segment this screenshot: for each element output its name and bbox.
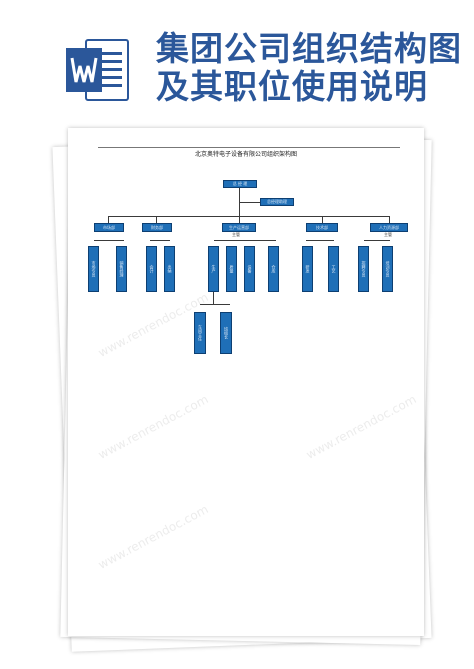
word-doc-icon <box>66 39 129 101</box>
connector <box>214 240 276 241</box>
org-node-subunit: 班组长 <box>220 312 232 354</box>
org-node-dept: 财务部 <box>142 223 172 232</box>
org-node-unit: 出纳 <box>164 246 175 292</box>
connector <box>322 216 323 223</box>
org-node-unit: 工艺 <box>328 246 339 292</box>
connector <box>364 240 390 241</box>
org-node-unit: 市场专员 <box>88 246 99 292</box>
org-node-dept: 技术部 <box>306 223 338 232</box>
connector <box>200 304 230 305</box>
header-rule <box>98 147 400 148</box>
org-node-ceo: 总 经 理 <box>223 180 257 188</box>
connector <box>156 216 157 223</box>
org-node-subunit: 车间主任 <box>194 312 206 354</box>
org-node-unit: 会计 <box>146 246 157 292</box>
connector <box>108 216 390 217</box>
org-node-unit: 设备 <box>244 246 255 292</box>
dept-sub-label: 主管 <box>232 232 240 237</box>
org-node-dept: 市场部 <box>94 223 124 232</box>
page-title: 集团公司组织结构图及其职位使用说明 <box>156 29 462 106</box>
connector <box>94 240 124 241</box>
document-title: 北京奥特电子设备有限公司组织架构图 <box>194 151 297 158</box>
org-node-assistant: 总经理助理 <box>260 198 294 206</box>
org-node-dept: 人力资源部 <box>370 223 408 232</box>
org-node-unit: 质量 <box>226 246 237 292</box>
document-page: 北京奥特电子设备有限公司组织架构图 总 经 理 总经理助理 市场部 财务部 生产… <box>68 128 424 636</box>
org-node-unit: 招聘专员 <box>358 246 369 292</box>
connector <box>239 202 260 203</box>
connector <box>306 240 334 241</box>
connector <box>150 240 170 241</box>
dept-sub-label: 主管 <box>384 232 392 237</box>
org-node-unit: 销售经理 <box>116 246 127 292</box>
org-node-unit: 培训专员 <box>382 246 393 292</box>
org-node-dept: 生产运营部 <box>222 223 256 232</box>
connector <box>108 216 109 223</box>
connector <box>389 216 390 223</box>
org-node-unit: 研发 <box>302 246 313 292</box>
connector <box>239 216 240 223</box>
org-node-unit: 仓库 <box>268 246 279 292</box>
connector <box>213 292 214 304</box>
org-node-unit: 生产 <box>208 246 219 292</box>
